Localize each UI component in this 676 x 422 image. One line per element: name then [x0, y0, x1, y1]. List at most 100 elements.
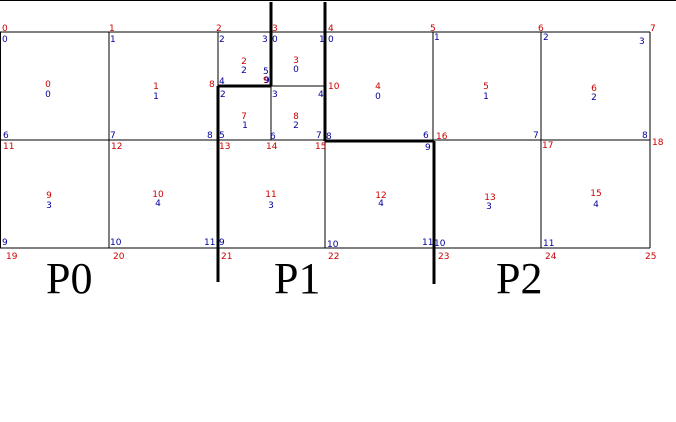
local-node-label: 6 — [423, 131, 429, 141]
svg-text:0: 0 — [45, 90, 51, 100]
global-node-label: 17 — [542, 141, 553, 151]
local-node-label: 0 — [2, 35, 8, 45]
cell-label: 7 1 — [241, 112, 248, 131]
svg-text:10: 10 — [152, 190, 164, 200]
local-node-label: 7 — [316, 131, 322, 141]
local-node-label: 11 — [204, 238, 215, 248]
svg-text:2: 2 — [241, 66, 247, 76]
svg-text:0: 0 — [293, 65, 299, 75]
local-node-label: 1 — [110, 35, 116, 45]
local-node-label: 2 — [219, 35, 225, 45]
local-node-label: 4 — [318, 90, 324, 100]
global-node-label: 14 — [266, 142, 278, 152]
local-node-label: 10 — [327, 240, 339, 250]
global-node-label: 6 — [538, 24, 544, 34]
local-node-label: 0 — [328, 35, 334, 45]
cell-label: 13 3 — [484, 193, 495, 212]
cell-label: 0 0 — [45, 80, 51, 100]
global-node-label: 22 — [328, 252, 339, 262]
svg-text:0: 0 — [45, 80, 51, 90]
svg-text:1: 1 — [153, 82, 159, 92]
svg-text:6: 6 — [591, 84, 597, 94]
global-node-label: 3 — [272, 24, 278, 34]
local-node-label: 5 — [219, 131, 225, 141]
partition-title-p2: P2 — [496, 254, 542, 303]
local-node-label: 11 — [422, 238, 433, 248]
local-node-labels-p0: 0 1 6 7 8 9 10 11 — [2, 35, 215, 248]
local-node-label: 7 — [533, 131, 539, 141]
local-node-label: 11 — [543, 239, 554, 249]
local-node-label: 1 — [319, 35, 325, 45]
partition-boundaries — [216, 2, 436, 284]
partition-title-p0: P0 — [46, 254, 92, 303]
global-node-label: 12 — [111, 142, 122, 152]
global-node-label: 11 — [3, 142, 14, 152]
global-node-label: 21 — [221, 252, 232, 262]
cell-label: 3 0 — [293, 56, 299, 75]
global-node-label: 23 — [438, 252, 449, 262]
cell-label: 1 1 — [153, 82, 159, 102]
global-node-label: 18 — [652, 138, 664, 148]
local-node-label: 2 — [220, 90, 226, 100]
local-node-label: 3 — [262, 35, 268, 45]
global-node-label: 2 — [216, 24, 222, 34]
global-node-label: 5 — [430, 24, 436, 34]
cell-label: 5 1 — [483, 82, 489, 102]
cell-label: 10 4 — [152, 190, 164, 209]
svg-text:2: 2 — [241, 57, 247, 67]
svg-text:4: 4 — [593, 200, 599, 210]
global-node-labels: 0 1 2 3 4 5 6 7 8 9 10 11 12 13 14 15 16… — [2, 24, 664, 262]
local-node-labels-p1: 2 3 0 1 4 5 9 2 3 4 5 6 7 8 9 10 11 — [219, 35, 433, 250]
local-node-label: 8 — [207, 131, 213, 141]
svg-text:3: 3 — [46, 201, 52, 211]
global-node-label: 10 — [328, 82, 340, 92]
local-node-label: 4 — [219, 77, 225, 87]
svg-text:3: 3 — [268, 201, 274, 211]
svg-text:9: 9 — [46, 191, 52, 201]
global-node-label: 7 — [650, 24, 656, 34]
local-node-label: 9 — [264, 76, 270, 86]
svg-text:11: 11 — [265, 190, 276, 200]
global-node-label: 8 — [209, 80, 215, 90]
local-node-label: 5 — [263, 67, 269, 77]
global-node-label: 1 — [109, 24, 115, 34]
global-node-label: 9 — [263, 76, 269, 86]
local-node-labels-p2: 0 1 2 3 6 7 8 9 10 11 — [328, 33, 648, 249]
cell-label: 9 3 — [46, 191, 52, 211]
local-node-label: 0 — [272, 35, 278, 45]
partition-titles: P0 P1 P2 — [46, 254, 542, 303]
svg-text:4: 4 — [378, 199, 384, 209]
svg-text:3: 3 — [486, 202, 492, 212]
svg-text:0: 0 — [375, 92, 381, 102]
cell-label: 8 2 — [293, 112, 299, 131]
svg-text:2: 2 — [293, 121, 299, 131]
local-node-label: 8 — [642, 131, 648, 141]
cell-label: 2 2 — [241, 57, 247, 76]
global-node-label: 24 — [545, 252, 557, 262]
cell-label: 15 4 — [590, 189, 601, 210]
svg-text:2: 2 — [591, 93, 597, 103]
local-node-label: 9 — [219, 238, 225, 248]
global-node-label: 16 — [436, 132, 448, 142]
local-node-label: 10 — [110, 238, 122, 248]
global-node-label: 4 — [328, 24, 334, 34]
cell-label: 12 4 — [375, 191, 386, 209]
local-node-label: 7 — [110, 131, 116, 141]
svg-text:4: 4 — [375, 82, 381, 92]
svg-text:15: 15 — [590, 189, 601, 199]
global-node-label: 13 — [219, 142, 230, 152]
svg-text:13: 13 — [484, 193, 495, 203]
local-node-label: 9 — [425, 143, 431, 153]
local-node-label: 1 — [434, 33, 440, 43]
local-node-label: 6 — [270, 132, 276, 142]
local-node-label: 8 — [326, 132, 332, 142]
local-node-label: 2 — [543, 33, 549, 43]
local-node-label: 3 — [272, 90, 278, 100]
local-node-label: 6 — [3, 131, 9, 141]
local-node-label: 9 — [2, 238, 8, 248]
cell-labels: 0 0 1 1 2 2 3 0 4 0 5 1 6 2 7 1 — [45, 56, 602, 212]
global-node-label: 20 — [113, 252, 125, 262]
global-node-label: 15 — [315, 142, 326, 152]
cell-label: 4 0 — [375, 82, 381, 102]
